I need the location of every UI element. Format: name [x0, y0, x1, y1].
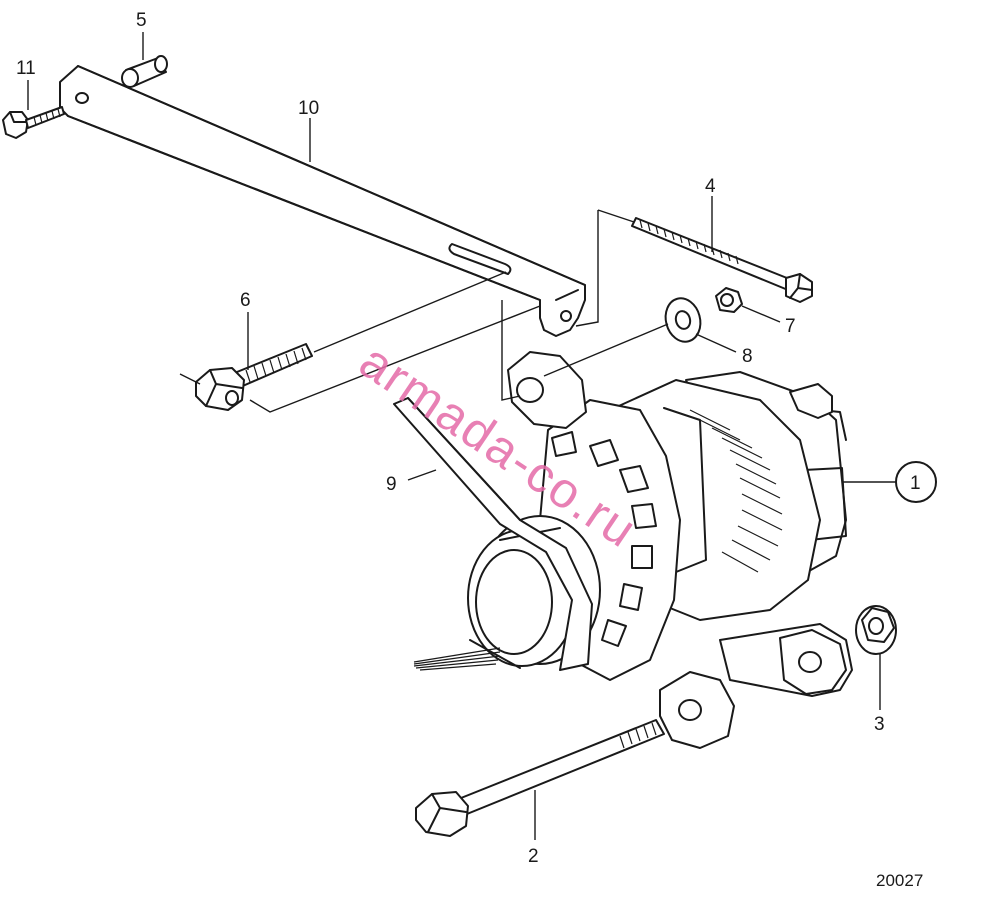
callout-4: 4: [705, 176, 716, 197]
part-8-washer: [664, 297, 702, 343]
callout-2: 2: [528, 846, 539, 867]
leader-washer-to-ear: [543, 323, 669, 377]
part-4-long-bolt: [631, 217, 813, 303]
leader-bracket-to-ear: [501, 300, 521, 401]
callout-6: 6: [240, 290, 251, 311]
callout-8: 8: [742, 346, 753, 367]
part-2-long-bolt: [415, 719, 665, 837]
part-5-spacer: [121, 55, 168, 88]
part-7-nut: [715, 287, 743, 313]
leader-6-to-slot: [313, 271, 507, 353]
part-10-bracket: [59, 65, 586, 337]
leader-4-bracket: [575, 210, 599, 327]
leader-4-bracket-top: [597, 209, 635, 223]
callout-10: 10: [298, 98, 319, 119]
callout-1: 1: [910, 473, 921, 494]
callout-11: 11: [16, 58, 36, 79]
callout-3: 3: [874, 714, 885, 735]
leader-6-tip: [179, 373, 201, 385]
callout-5: 5: [136, 10, 147, 31]
callout-9: 9: [386, 474, 397, 495]
callout-1-circle: [895, 461, 937, 503]
callout-7: 7: [785, 316, 796, 337]
leader-7: [741, 305, 781, 323]
leader-8: [695, 333, 737, 353]
leader-9: [407, 469, 437, 481]
leader-6-lower: [249, 305, 541, 413]
part-11-bolt: [2, 106, 65, 139]
part-9-belt: [393, 397, 593, 671]
part-6-bolt: [195, 343, 313, 411]
callout-labels: 11 5 10 4 7 8 6 9 1 3 2: [16, 10, 937, 867]
part-3-flange-nut: [855, 605, 897, 655]
figure-number: 20027: [876, 871, 923, 890]
leader-lines: [27, 32, 896, 840]
